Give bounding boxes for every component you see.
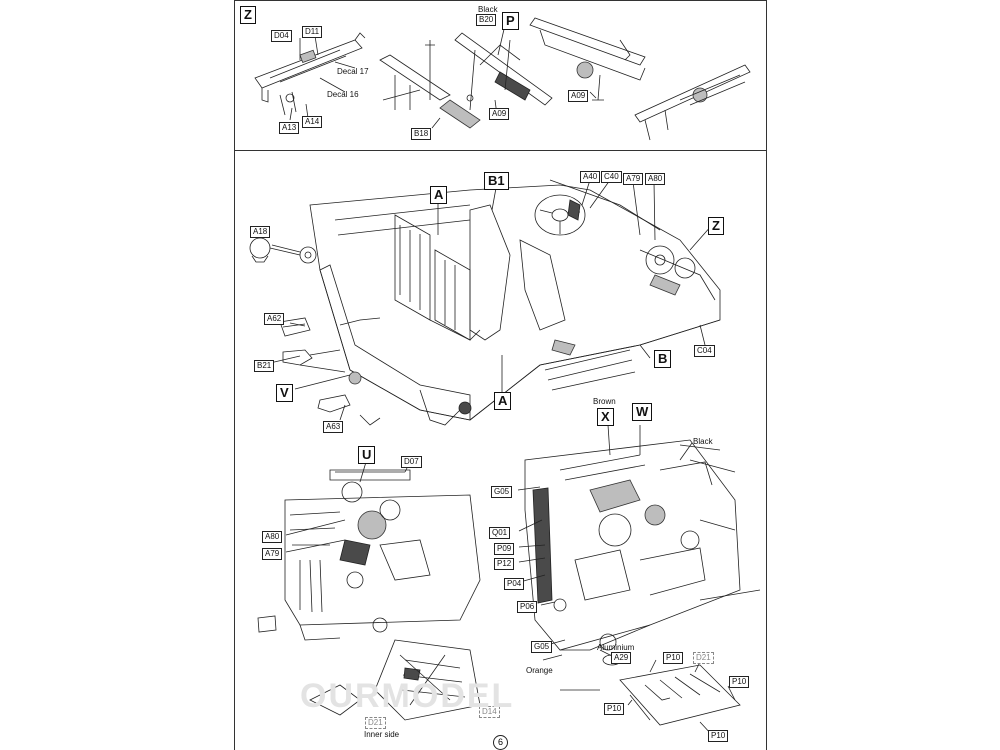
part-c40: C40 (601, 171, 622, 183)
top-subassembly-4 (529, 17, 646, 101)
part-a18: A18 (250, 226, 271, 238)
top-border (234, 0, 767, 1)
note-orange: Orange (526, 666, 553, 675)
section-label-w: W (632, 403, 653, 421)
part-b18: B18 (411, 128, 432, 140)
note-black-right: Black (693, 437, 713, 446)
part-a80-left: A80 (262, 531, 283, 543)
page-number: 6 (493, 735, 508, 750)
part-g05-top: G05 (491, 486, 513, 498)
top-subassembly-2 (379, 40, 481, 129)
part-a63: A63 (323, 421, 344, 433)
part-p04: P04 (504, 578, 525, 590)
part-q01: Q01 (489, 527, 511, 539)
top-subassembly-5 (634, 64, 751, 141)
part-d04: D04 (271, 30, 292, 42)
part-a40: A40 (580, 171, 601, 183)
section-label-x: X (597, 408, 614, 426)
leader-lines (269, 24, 736, 736)
part-p06: P06 (517, 601, 538, 613)
part-p10-c: P10 (604, 703, 625, 715)
part-p09: P09 (494, 543, 515, 555)
section-label-a-bottom: A (494, 392, 512, 410)
note-black: Black (478, 5, 498, 14)
part-a29: A29 (611, 652, 632, 664)
part-b20: B20 (476, 14, 497, 26)
right-engine-bay (524, 439, 741, 666)
part-a62: A62 (264, 313, 285, 325)
top-subassembly-3 (454, 32, 553, 111)
part-p10-b: P10 (729, 676, 750, 688)
instruction-sheet-frame (234, 0, 767, 750)
part-a14: A14 (302, 116, 323, 128)
part-a13: A13 (279, 122, 300, 134)
section-label-z: Z (240, 6, 256, 24)
part-a09-a: A09 (489, 108, 510, 120)
section-label-a-top: A (430, 186, 448, 204)
watermark-art (309, 589, 761, 716)
watermark: OURMODEL (300, 677, 515, 715)
part-p10-a: P10 (663, 652, 684, 664)
part-a79-left: A79 (262, 548, 283, 560)
vehicle-body-outline (309, 184, 721, 426)
dashboard-and-wheel (534, 179, 716, 301)
part-d21-left: D21 (365, 717, 386, 729)
note-brown: Brown (593, 397, 616, 406)
note-decal-17: Decal 17 (337, 67, 369, 76)
rear-parts (249, 237, 381, 426)
part-a09-b: A09 (568, 90, 589, 102)
note-inner-side: Inner side (364, 730, 400, 739)
part-d07: D07 (401, 456, 422, 468)
part-d21-right: D21 (693, 652, 714, 664)
part-p10-d: P10 (708, 730, 729, 742)
part-a79-main: A79 (623, 173, 644, 185)
right-panel-p10 (619, 664, 741, 726)
section-label-v: V (276, 384, 293, 402)
section-label-b1: B1 (484, 172, 509, 190)
section-label-p: P (502, 12, 519, 30)
part-a80-main: A80 (645, 173, 666, 185)
section-label-z-main: Z (708, 217, 724, 235)
part-c04: C04 (694, 345, 715, 357)
seats (394, 204, 576, 356)
left-panel-d21 (374, 639, 481, 721)
section-divider (234, 150, 767, 151)
part-g05-bottom: G05 (531, 641, 553, 653)
part-b21: B21 (254, 360, 275, 372)
part-d11: D11 (302, 26, 323, 38)
section-label-b: B (654, 350, 672, 368)
top-subassembly-1 (254, 32, 366, 116)
part-p12: P12 (494, 558, 515, 570)
note-aluminium: Aluminium (597, 643, 635, 652)
left-engine-bay (257, 469, 481, 641)
section-label-u: U (358, 446, 376, 464)
note-decal-16: Decal 16 (327, 90, 359, 99)
part-d14: D14 (479, 706, 500, 718)
